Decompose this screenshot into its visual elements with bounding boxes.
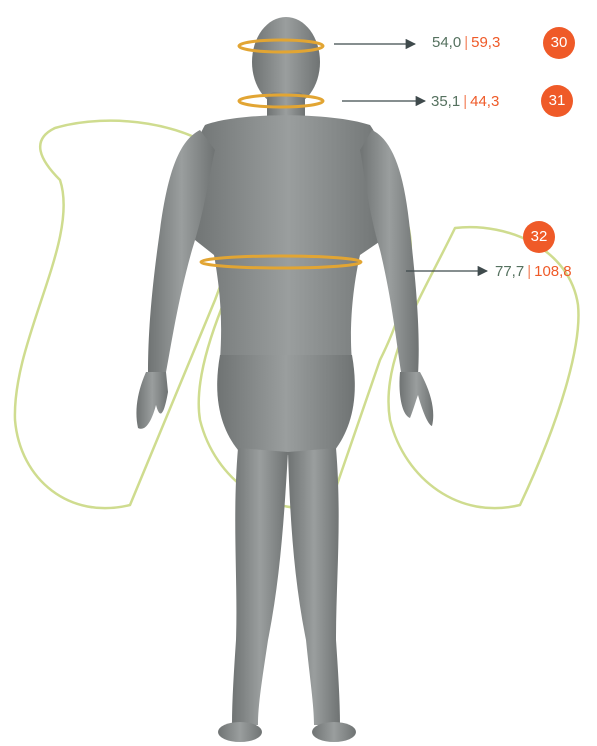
waist-measurement-value: 77,7|108,8 <box>495 263 572 281</box>
neck-value-primary: 35,1 <box>431 93 460 110</box>
neck-value-separator: | <box>463 93 467 110</box>
head-value-separator: | <box>464 34 468 51</box>
head-value-primary: 54,0 <box>432 34 461 51</box>
neck-value-secondary: 44,3 <box>470 93 499 110</box>
waist-value-secondary: 108,8 <box>534 263 572 280</box>
badge-30: 30 <box>543 27 575 59</box>
badge-32: 32 <box>523 221 555 253</box>
head-measurement-value: 54,0|59,3 <box>432 34 500 52</box>
head-value-secondary: 59,3 <box>471 34 500 51</box>
waist-value-separator: | <box>527 263 531 280</box>
neck-measurement-value: 35,1|44,3 <box>431 93 499 111</box>
waist-value-primary: 77,7 <box>495 263 524 280</box>
badge-31: 31 <box>541 85 573 117</box>
